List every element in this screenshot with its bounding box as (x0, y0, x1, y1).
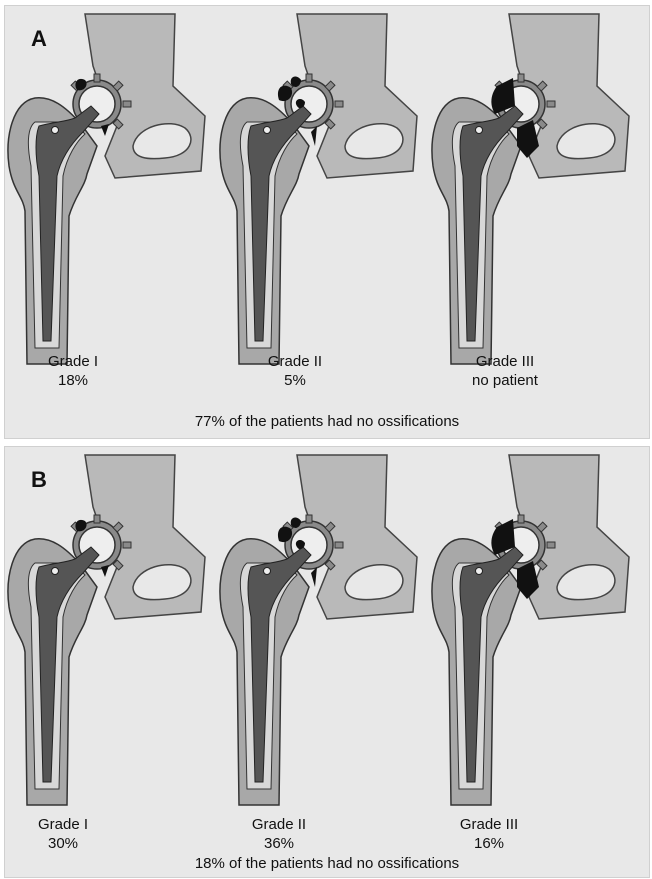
grade-value: 5% (235, 371, 355, 390)
ossification-mark (311, 567, 317, 587)
grade-name: Grade II (235, 352, 355, 371)
grade-name: Grade III (429, 815, 549, 834)
grade-value: 36% (219, 834, 339, 853)
grade-1-caption: Grade I 30% (3, 815, 123, 853)
hip-diagram-grade-2 (217, 6, 437, 376)
grade-3-caption: Grade III 16% (429, 815, 549, 853)
panel-b: B Grade I 30% Grade II 36% Grade III 16%… (4, 446, 650, 878)
grade-name: Grade I (3, 815, 123, 834)
grade-name: Grade I (13, 352, 133, 371)
hip-diagram-grade-1 (5, 6, 225, 376)
hip-diagram-grade-1 (5, 447, 225, 817)
panel-a: A Grade I 18% Grade II 5% Grade III no p… (4, 5, 650, 439)
footnote: 77% of the patients had no ossifications (5, 413, 649, 430)
grade-value: 18% (13, 371, 133, 390)
hip-diagram-grade-3 (429, 6, 649, 376)
hip-diagram-grade-3 (429, 447, 649, 817)
footnote: 18% of the patients had no ossifications (5, 855, 649, 872)
ossification-mark (101, 124, 109, 136)
ossification-mark (101, 565, 109, 577)
grade-value: 30% (3, 834, 123, 853)
grade-value: no patient (445, 371, 565, 390)
grade-value: 16% (429, 834, 549, 853)
ossification-mark (311, 126, 317, 146)
grade-2-caption: Grade II 5% (235, 352, 355, 390)
grade-2-caption: Grade II 36% (219, 815, 339, 853)
grade-name: Grade II (219, 815, 339, 834)
hip-diagram-grade-2 (217, 447, 437, 817)
grade-name: Grade III (445, 352, 565, 371)
grade-1-caption: Grade I 18% (13, 352, 133, 390)
grade-3-caption: Grade III no patient (445, 352, 565, 390)
